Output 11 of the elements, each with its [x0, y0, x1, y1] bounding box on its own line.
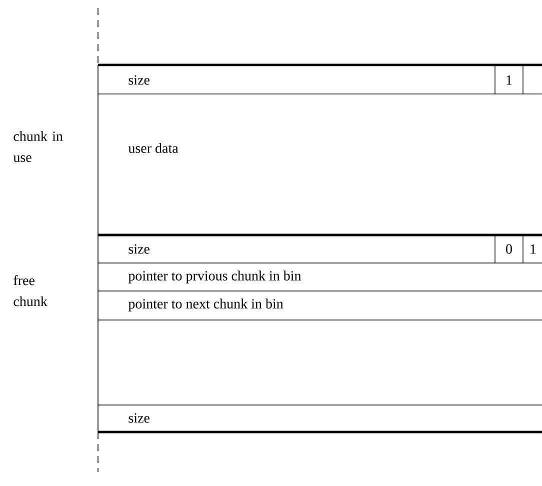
bit-value: 1: [506, 75, 512, 85]
field-label: size: [128, 244, 150, 254]
field-label: pointer to prvious chunk in bin: [128, 270, 302, 284]
field-label: pointer to next chunk in bin: [128, 298, 284, 312]
field-label: size: [128, 413, 150, 423]
bit-value: 0: [506, 244, 512, 254]
field-label: size: [128, 75, 150, 85]
field-label: user data: [128, 143, 178, 153]
bit-value: 1: [530, 244, 536, 254]
side-label: chunk in use: [13, 131, 63, 162]
side-label: free chunk: [14, 275, 48, 306]
